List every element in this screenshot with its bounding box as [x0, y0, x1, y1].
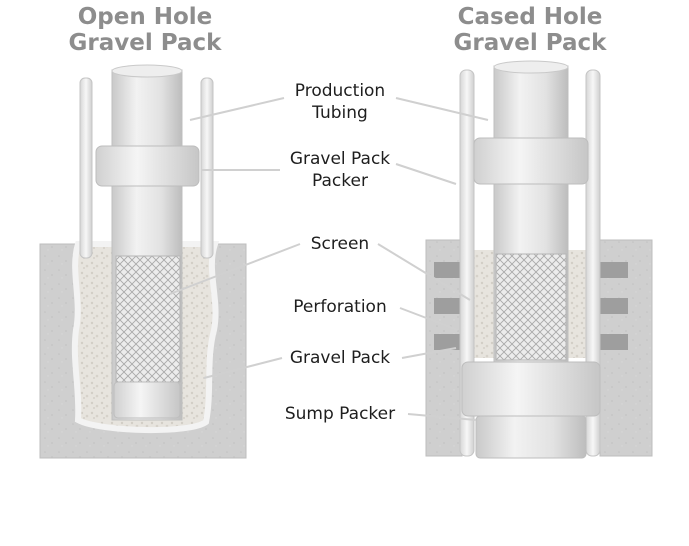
label-gravel-pack-packer-line1: Gravel Pack	[289, 149, 391, 169]
gravel-pack-packer	[473, 137, 589, 185]
title-cased-hole-line1: Cased Hole	[457, 4, 603, 30]
leader-gravel-left	[203, 357, 283, 379]
cased-gravel-right	[566, 250, 588, 358]
label-gravel-pack-packer: Gravel Pack Packer	[270, 148, 410, 192]
left-rod	[459, 69, 475, 457]
leader-sump-packer	[407, 413, 477, 421]
label-production-tubing-line2: Tubing	[312, 103, 368, 123]
sump-packer	[461, 361, 601, 417]
title-open-hole-line2: Gravel Pack	[68, 30, 222, 56]
title-cased-hole: Cased Hole Gravel Pack	[440, 4, 620, 56]
screen	[115, 255, 181, 383]
right-rod	[200, 77, 214, 259]
open-hole-assembly	[39, 64, 247, 459]
leader-gravel-right	[401, 347, 457, 359]
leader-screen-right	[377, 243, 471, 301]
leader-production-tubing-right	[395, 97, 489, 121]
leader-production-tubing-left	[189, 97, 285, 121]
label-production-tubing-line1: Production	[294, 81, 386, 101]
title-cased-hole-line2: Gravel Pack	[453, 30, 607, 56]
screen	[495, 253, 567, 361]
bottom-shoe	[113, 381, 181, 419]
label-perforation: Perforation	[293, 297, 387, 317]
title-open-hole: Open Hole Gravel Pack	[55, 4, 235, 56]
leader-packer-right	[395, 163, 457, 185]
leader-perforation	[399, 307, 459, 331]
label-gravel-pack: Gravel Pack	[289, 348, 391, 368]
left-rod	[79, 77, 93, 259]
label-screen: Screen	[310, 234, 370, 254]
title-open-hole-line1: Open Hole	[77, 4, 213, 30]
tubing-top	[493, 60, 569, 74]
label-production-tubing: Production Tubing	[270, 80, 410, 124]
cased-hole-assembly	[425, 60, 653, 459]
sump-base	[475, 415, 587, 459]
label-gravel-pack-packer-line2: Packer	[312, 171, 368, 191]
tubing-top	[111, 64, 183, 78]
leader-screen-left	[169, 243, 301, 295]
gravel-pack-packer	[95, 145, 200, 187]
label-sump-packer: Sump Packer	[284, 404, 396, 424]
right-rod	[585, 69, 601, 457]
leader-lines	[169, 97, 489, 421]
